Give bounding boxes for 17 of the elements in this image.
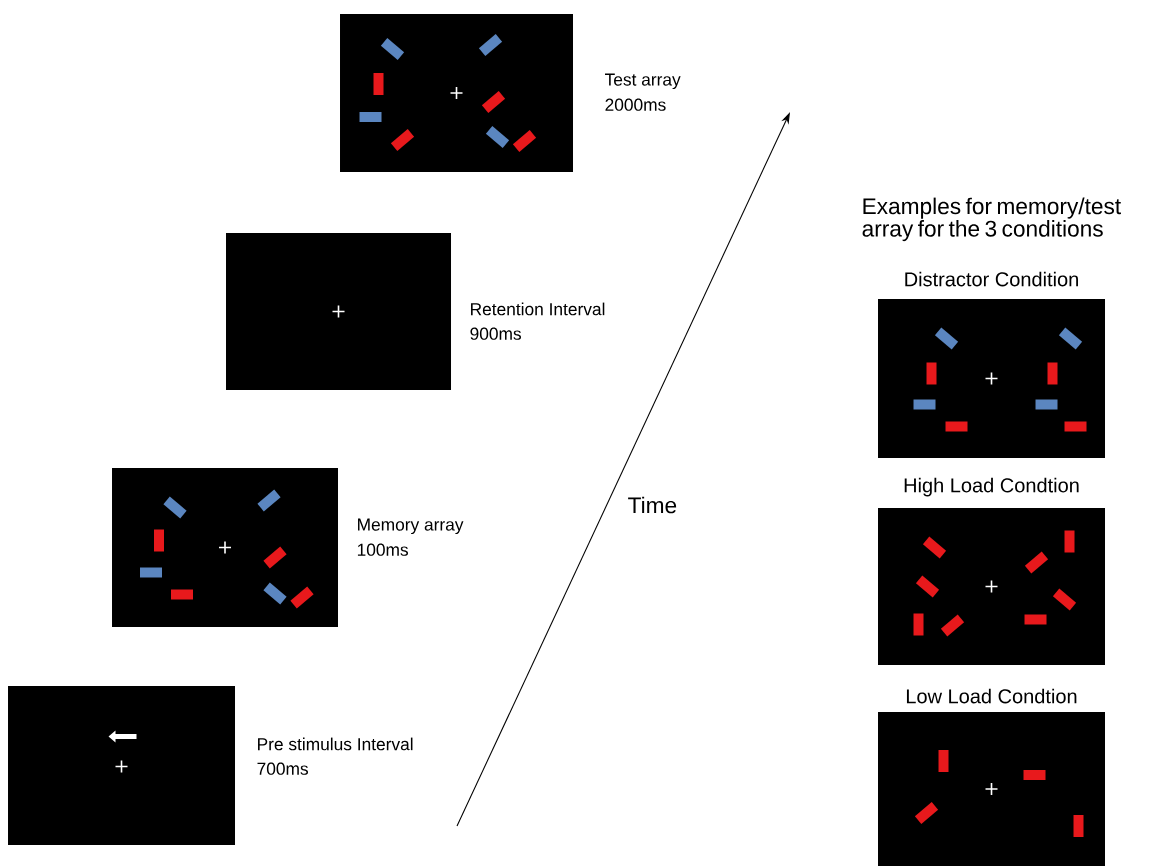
node-label: 900ms [470,327,521,340]
stimulus-screen [8,686,235,845]
node-label: Test array [605,73,681,90]
stimulus-screen [112,468,338,627]
condition-title: Distractor Condition [905,271,1078,287]
node-label: 2000ms [605,98,666,111]
node-label: Retention Interval [471,302,605,316]
node-label: Pre stimulus Interval [258,737,413,751]
note: Examples for memory/test array for the 3 conditions [862,197,1121,242]
stimulus-screen [340,14,573,172]
condition-title: High Load Condtion [904,477,1079,497]
node-label: 700ms [257,762,308,775]
node-label: 100ms [357,543,408,556]
node-label: Memory array [358,518,464,535]
axis-label: Time [628,496,677,514]
stimulus-screen [226,233,451,390]
condition-title: Low Load Condtion [906,688,1077,704]
